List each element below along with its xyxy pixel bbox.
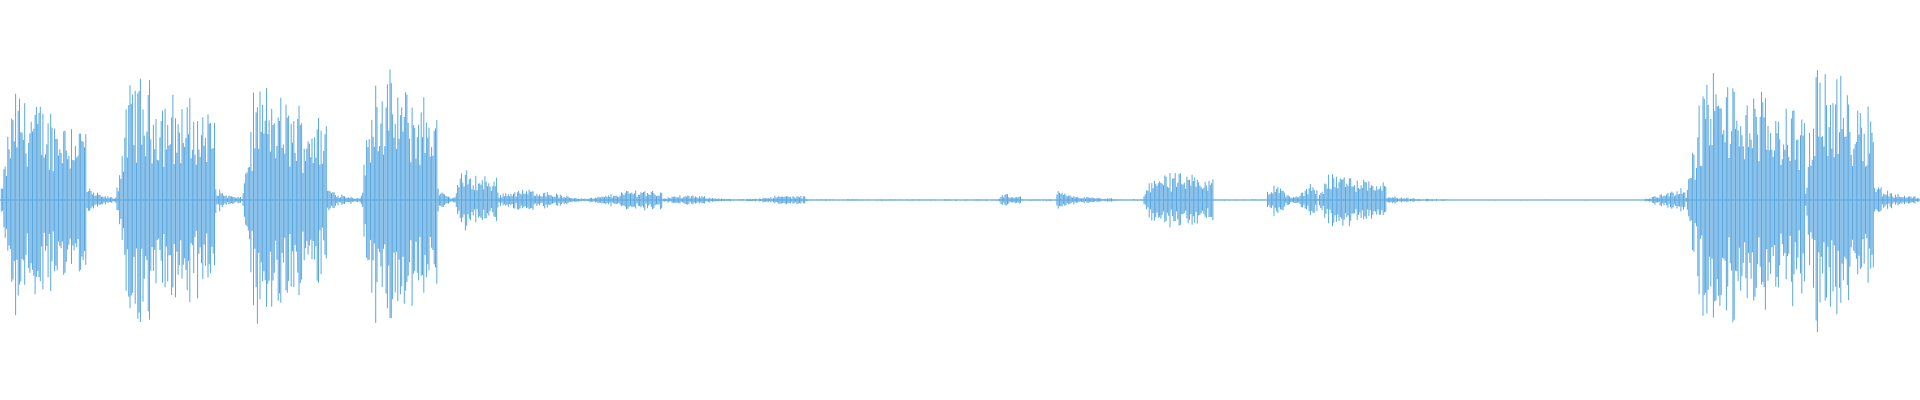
waveform-trace [0,69,1920,333]
waveform-bars [0,69,1920,333]
